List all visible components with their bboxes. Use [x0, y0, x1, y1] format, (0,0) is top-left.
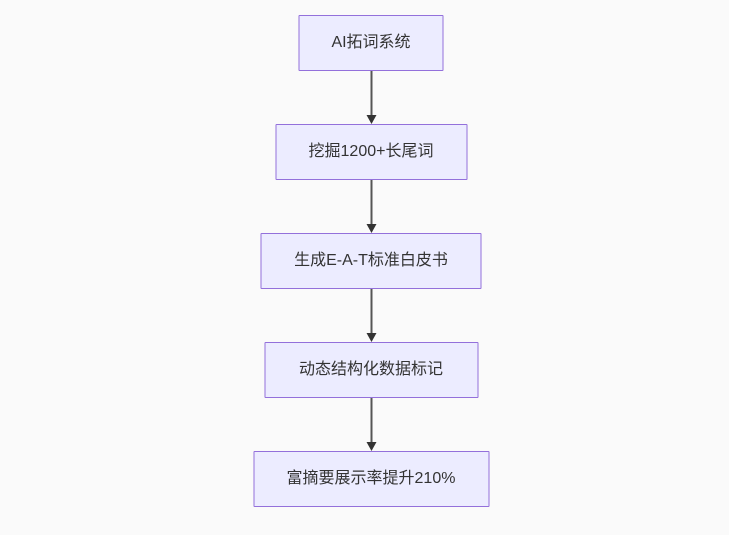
edge-line [370, 180, 372, 224]
flow-node-label: 动态结构化数据标记 [298, 361, 443, 378]
flow-node-rich-snippet-result: 富摘要展示率提升210% [253, 451, 489, 507]
edge-line [370, 71, 372, 115]
arrowhead-down-icon [366, 224, 376, 233]
flow-edge-2 [366, 180, 376, 233]
flow-edge-1 [366, 71, 376, 124]
flow-node-label: AI拓词系统 [331, 34, 411, 51]
flow-node-eat-whitepaper: 生成E-A-T标准白皮书 [260, 233, 482, 289]
edge-line [370, 289, 372, 333]
arrowhead-down-icon [366, 333, 376, 342]
flow-node-ai-word-expansion: AI拓词系统 [298, 15, 444, 71]
flow-node-label: 挖掘1200+长尾词 [308, 143, 434, 160]
flow-node-structured-data: 动态结构化数据标记 [264, 342, 478, 398]
flow-edge-4 [366, 398, 376, 451]
flow-node-label: 生成E-A-T标准白皮书 [294, 252, 448, 269]
arrowhead-down-icon [366, 442, 376, 451]
flow-edge-3 [366, 289, 376, 342]
arrowhead-down-icon [366, 115, 376, 124]
flow-node-label: 富摘要展示率提升210% [286, 470, 456, 487]
flowchart: AI拓词系统 挖掘1200+长尾词 生成E-A-T标准白皮书 动态结构化数据标记 [7, 15, 729, 507]
flow-node-longtail-mining: 挖掘1200+长尾词 [275, 124, 467, 180]
edge-line [370, 398, 372, 442]
